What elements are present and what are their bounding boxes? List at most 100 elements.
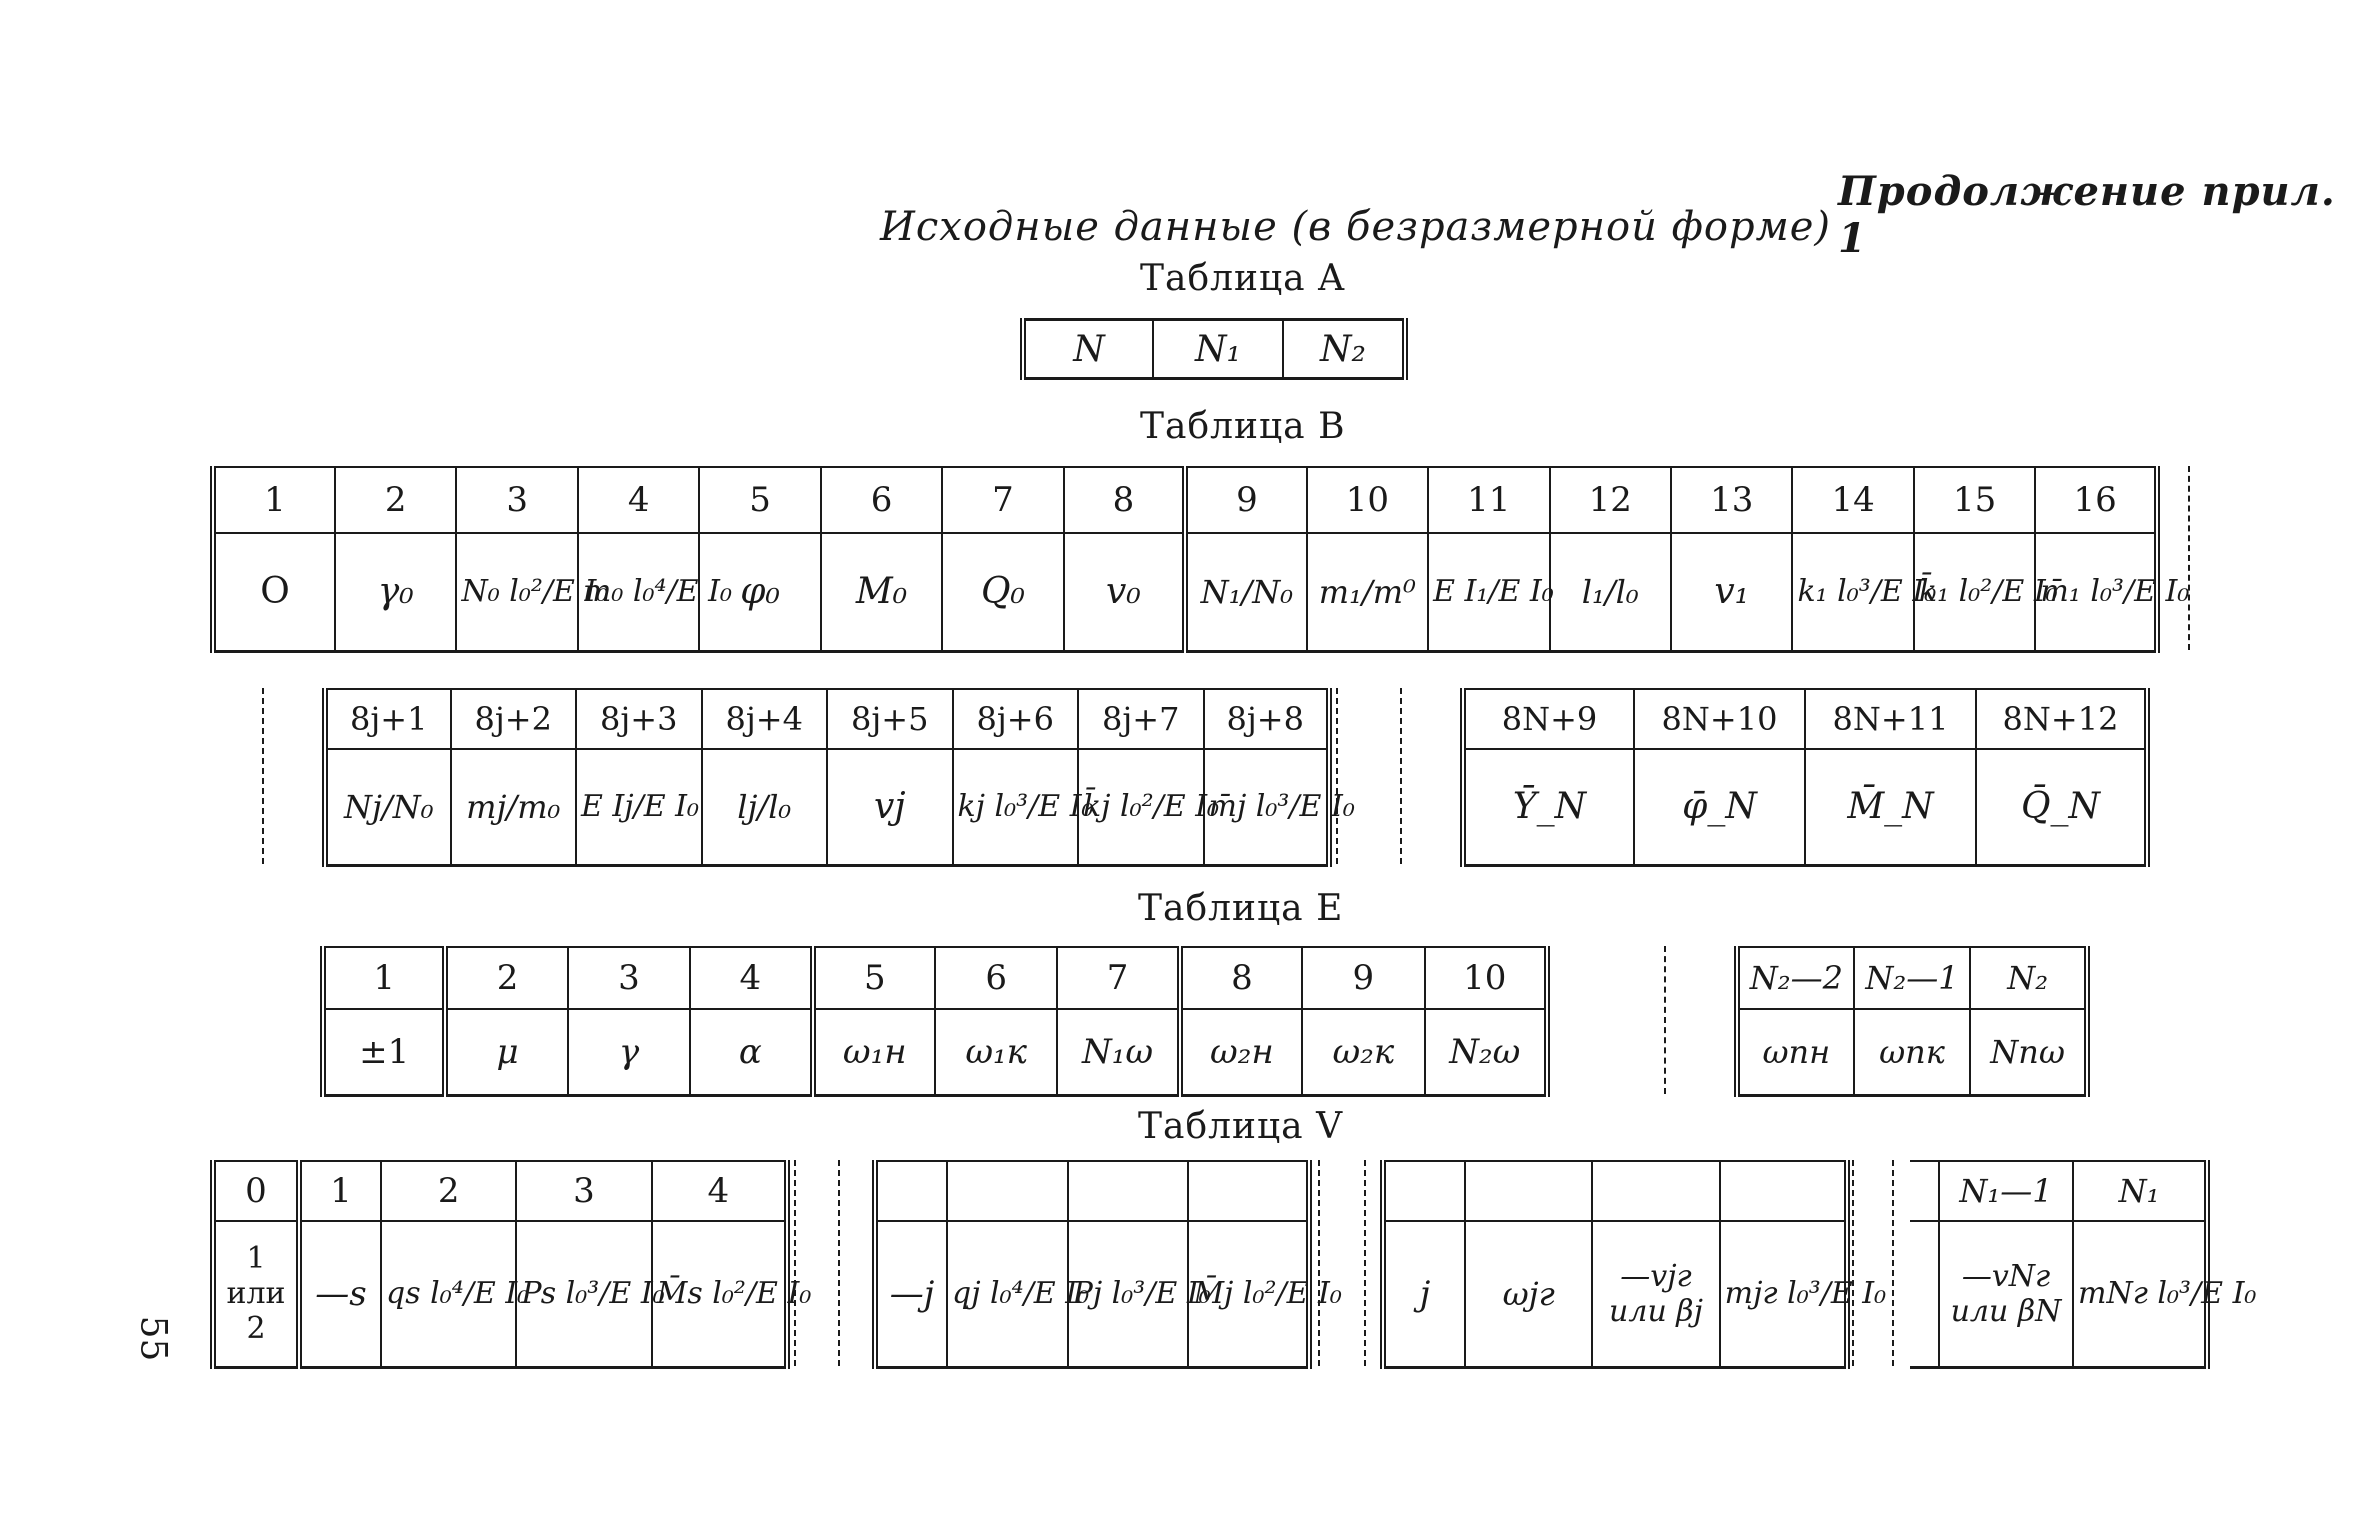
table-e-right: N₂—2 N₂—1 N₂ ωпн ωпк Nпω — [1734, 946, 2090, 1097]
value-cell: 1 или 2 — [210, 1221, 299, 1367]
dashed-edge — [1664, 946, 1666, 1094]
header-cell: 8 — [1062, 467, 1186, 534]
header-cell: 2 — [442, 947, 568, 1010]
value-cell: m₁/m⁰ — [1305, 533, 1429, 651]
value-cell: Nпω — [1969, 1009, 2090, 1095]
value-cell: mNг l₀³/E I₀ — [2072, 1221, 2256, 1367]
header-cell: N₂—2 — [1734, 947, 1854, 1010]
value-cell: μ — [442, 1009, 568, 1095]
value-cell: m̄₁ l₀³/E I₀ — [2034, 533, 2189, 651]
table-b-final: 8N+9 8N+10 8N+11 8N+12 Ȳ_N φ̄_N M̄_N Q̄_… — [1460, 688, 2150, 867]
header-cell: 15 — [1912, 467, 2036, 534]
value-cell: k̄₁ l₀²/E I₀ — [1912, 533, 2058, 651]
value-cell: l₁/l₀ — [1548, 533, 1671, 651]
table-b-label: Таблица B — [1140, 406, 1346, 447]
table-b-repeat: 8j+1 8j+2 8j+3 8j+4 8j+5 8j+6 8j+7 8j+8 … — [322, 688, 1355, 867]
table-v-block1: 0 1 2 3 4 1 или 2 —s qs l₀⁴/E I₀ Ps l₀³/… — [210, 1160, 811, 1369]
header-cell — [1718, 1161, 1851, 1222]
header-cell: N₂—1 — [1852, 947, 1971, 1010]
value-cell: vj — [826, 749, 953, 865]
header-cell — [1591, 1161, 1720, 1222]
header-cell: 2 — [333, 467, 457, 534]
value-cell: qs l₀⁴/E I₀ — [379, 1221, 529, 1367]
header-cell: 10 — [1305, 467, 1429, 534]
value-cell: γ₀ — [333, 533, 457, 651]
header-cell: 3 — [455, 467, 578, 534]
header-cell: 6 — [819, 467, 943, 534]
value-cell: E Ij/E I₀ — [575, 749, 702, 865]
table-a-cell: N₁ — [1152, 319, 1283, 379]
table-v-block3: j ωjг —vjг или βj mjг l₀³/E I₀ — [1380, 1160, 1886, 1369]
header-cell: 8j+3 — [575, 689, 702, 750]
value-cell: M̄s l₀²/E I₀ — [650, 1221, 811, 1367]
page-number: 55 — [132, 1315, 174, 1362]
value-cell: ωпк — [1852, 1009, 1971, 1095]
dashed-edge — [262, 688, 264, 864]
dashed-edge — [1364, 1160, 1366, 1366]
value-cell: φ̄_N — [1633, 749, 1805, 865]
value-cell: —j — [872, 1221, 947, 1367]
value-cell: mjг l₀³/E I₀ — [1718, 1221, 1886, 1367]
value-cell: ±1 — [319, 1009, 446, 1095]
header-cell: 8j+7 — [1077, 689, 1204, 750]
header-cell: 3 — [566, 947, 691, 1010]
value-cell: E I₁/E I₀ — [1427, 533, 1554, 651]
header-cell: 1 — [296, 1161, 381, 1222]
value-cell: ω₁н — [809, 1009, 935, 1095]
table-v-block4: N₁—1 N₁ —vNг или βN mNг l₀³/E I₀ — [1910, 1160, 2256, 1369]
header-cell: 1 — [210, 467, 335, 534]
header-cell: N₁ — [2072, 1161, 2210, 1222]
value-cell: —vNг или βN — [1938, 1221, 2073, 1367]
value-cell — [1910, 1221, 1939, 1367]
value-cell: ω₁к — [933, 1009, 1058, 1095]
value-cell: —s — [296, 1221, 381, 1367]
header-cell: 7 — [1056, 947, 1180, 1010]
value-cell: φ₀ — [698, 533, 821, 651]
header-cell: N₂ — [1969, 947, 2090, 1010]
value-cell: N₂ω — [1423, 1009, 1551, 1095]
value-cell: v₁ — [1669, 533, 1793, 651]
value-cell: m₀ l₀⁴/E I₀ — [576, 533, 732, 651]
value-cell: lj/l₀ — [700, 749, 827, 865]
header-cell: 8j+1 — [322, 689, 451, 750]
table-e-label: Таблица E — [1138, 888, 1344, 929]
value-cell: k₁ l₀³/E I₀ — [1791, 533, 1936, 651]
value-cell: M̄j l₀²/E I₀ — [1187, 1221, 1342, 1367]
value-cell: Q₀ — [941, 533, 1064, 651]
value-cell: α — [689, 1009, 813, 1095]
header-cell: 8j+4 — [700, 689, 827, 750]
table-a-label: Таблица A — [1140, 258, 1346, 299]
table-v-label: Таблица V — [1138, 1106, 1344, 1147]
value-cell: k̄j l₀²/E I₀ — [1077, 749, 1219, 865]
value-cell: j — [1380, 1221, 1465, 1367]
value-cell: Q̄_N — [1975, 749, 2150, 865]
header-cell: 3 — [515, 1161, 652, 1222]
header-cell — [1910, 1161, 1939, 1222]
header-cell: 5 — [698, 467, 821, 534]
value-cell: qj l₀⁴/E I₀ — [946, 1221, 1089, 1367]
dashed-edge — [1400, 688, 1402, 864]
header-cell: 16 — [2034, 467, 2160, 534]
header-cell — [872, 1161, 947, 1222]
value-cell: Nj/N₀ — [322, 749, 451, 865]
value-cell: M₀ — [819, 533, 943, 651]
header-cell: 8j+5 — [826, 689, 953, 750]
header-cell: 11 — [1427, 467, 1550, 534]
value-cell: N₁ω — [1056, 1009, 1180, 1095]
header-cell: 9 — [1301, 947, 1425, 1010]
header-cell: 14 — [1791, 467, 1914, 534]
header-cell: 1 — [319, 947, 446, 1010]
continuation-note: Продолжение прил. 1 — [1838, 168, 2336, 262]
header-cell: 12 — [1548, 467, 1671, 534]
value-cell: ωjг — [1463, 1221, 1593, 1367]
header-cell: 7 — [941, 467, 1064, 534]
header-cell: 10 — [1423, 947, 1551, 1010]
table-a-cell: N₂ — [1282, 319, 1408, 379]
value-cell: Pj l₀³/E I₀ — [1066, 1221, 1211, 1367]
value-cell: γ — [566, 1009, 691, 1095]
value-cell: ω₂н — [1176, 1009, 1303, 1095]
header-cell: 4 — [689, 947, 813, 1010]
value-cell: M̄_N — [1804, 749, 1976, 865]
value-cell: N₀ l₀²/E I₀ — [455, 533, 608, 651]
header-cell: 5 — [809, 947, 935, 1010]
